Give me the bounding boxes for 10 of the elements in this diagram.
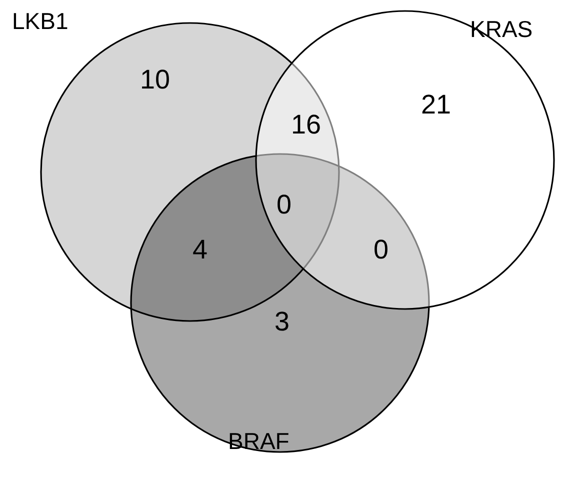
region-count: 0 [373,234,389,266]
region-count: 4 [192,234,208,266]
region-count: 16 [290,110,322,140]
set-label: KRAS [470,16,533,43]
set-label: BRAF [228,428,290,455]
region-count: 21 [420,90,452,120]
set-label: LKB1 [12,8,68,35]
region-count: 10 [140,64,170,96]
region-count: 0 [276,190,292,220]
region-count: 3 [274,306,290,338]
